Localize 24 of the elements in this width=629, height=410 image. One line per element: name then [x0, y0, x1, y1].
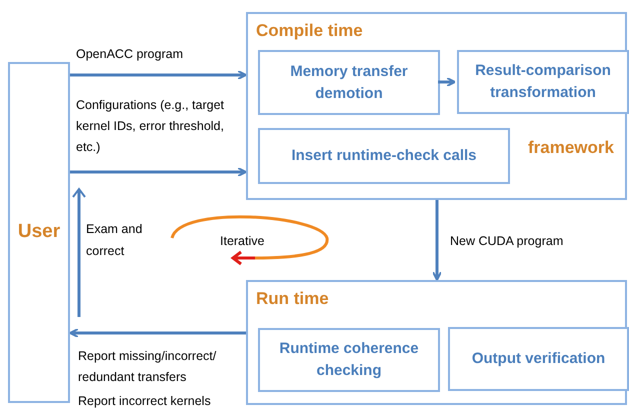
arrow: [69, 328, 246, 338]
actor-label: User: [18, 220, 60, 244]
note-label: Exam and correct: [86, 221, 144, 260]
framework-label: framework: [528, 137, 615, 159]
arrow: [70, 70, 247, 80]
note-label: Report incorrect kernels: [78, 393, 212, 410]
edge-label: New CUDA program: [450, 233, 564, 250]
process-box: Result-comparison transformation: [457, 50, 629, 114]
arrow: [438, 77, 456, 87]
edge-label: Report missing/incorrect/ redundant transfers: [78, 348, 218, 386]
stage-panel: [246, 12, 627, 200]
actor-box: [8, 62, 70, 403]
panel-heading: Compile time: [256, 20, 363, 42]
arrow: [432, 200, 442, 281]
process-box: Memory transfer demotion: [258, 50, 440, 115]
process-box: Runtime coherence checking: [258, 328, 440, 392]
arrow: [70, 167, 247, 177]
edge-label: Configurations (e.g., target kernel IDs, error threshold, etc.): [76, 97, 225, 156]
note-label: Iterative: [220, 233, 266, 250]
edge-label: OpenACC program: [76, 46, 184, 63]
process-box: Insert runtime-check calls: [258, 128, 510, 184]
stage-panel: [246, 280, 627, 405]
process-box: Output verification: [448, 327, 629, 391]
panel-heading: Run time: [256, 288, 329, 310]
